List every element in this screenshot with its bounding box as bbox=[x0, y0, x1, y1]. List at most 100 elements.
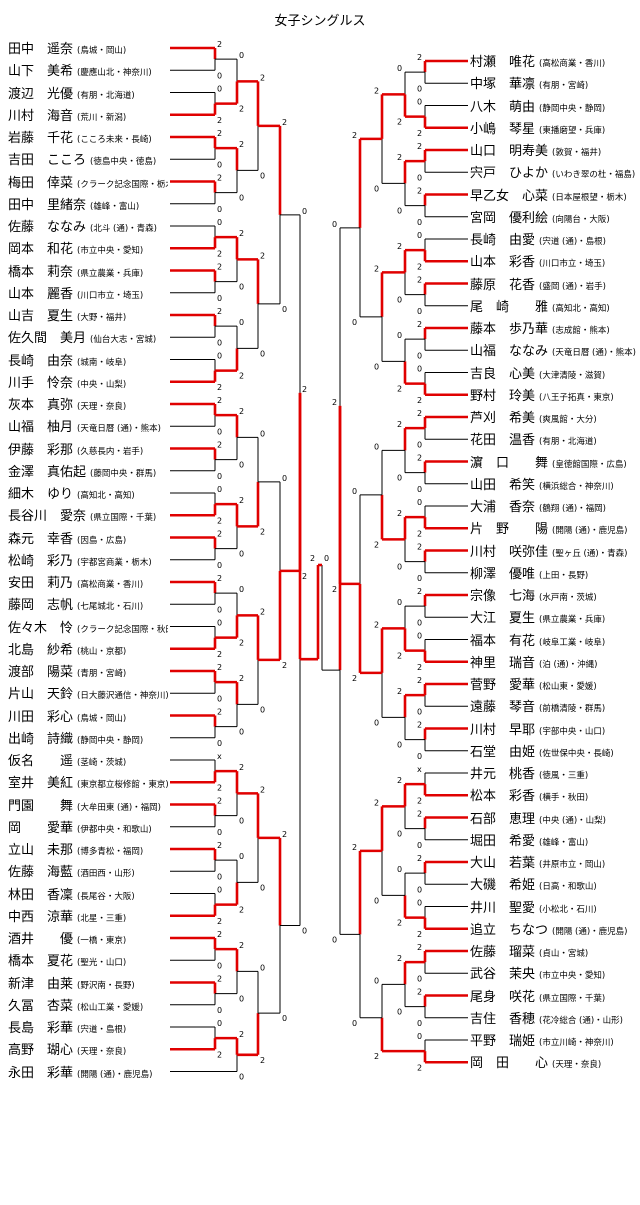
player-name: 山本 麗香 bbox=[8, 286, 74, 302]
score-mark: 2 bbox=[332, 585, 337, 594]
player-name: 神里 瑞音 bbox=[470, 655, 536, 671]
left-player-row: 長崎 由奈(城南・岐阜) bbox=[8, 350, 168, 370]
player-school: (横浜総合・神奈川) bbox=[539, 481, 614, 492]
right-player-row: 石堂 由姫(佐世保中央・長崎) bbox=[470, 741, 636, 761]
player-school: (クラーク記念国際・栃木) bbox=[77, 179, 168, 190]
score-mark: 0 bbox=[417, 365, 422, 374]
score-mark: 2 bbox=[217, 1050, 222, 1059]
left-player-row: 岡本 和花(市立中央・愛知) bbox=[8, 238, 168, 258]
score-mark: 2 bbox=[397, 153, 402, 162]
player-name: 長崎 由奈 bbox=[8, 353, 74, 369]
player-school: (爽風館・大分) bbox=[539, 415, 597, 425]
score-mark: 0 bbox=[217, 160, 222, 169]
right-player-row: 山本 彩香(川口市立・埼玉) bbox=[470, 251, 636, 271]
score-mark: 0 bbox=[260, 705, 265, 714]
right-player-row: 野村 玲美(八王子拓真・東京) bbox=[470, 385, 636, 405]
score-mark: 2 bbox=[239, 105, 244, 114]
player-name: 岡 愛華 bbox=[8, 820, 74, 836]
left-player-row: 川村 海音(荒川・新潟) bbox=[8, 105, 168, 125]
player-name: 福本 有花 bbox=[470, 633, 536, 649]
right-player-row: 岡 田 心(天理・奈良) bbox=[470, 1052, 636, 1072]
score-mark: 0 bbox=[260, 429, 265, 438]
right-player-row: 堀田 希愛(雄峰・富山) bbox=[470, 830, 636, 850]
player-school: (開陽 (通)・鹿児島) bbox=[552, 926, 628, 937]
score-mark: 2 bbox=[417, 129, 422, 138]
left-player-row: 梅田 倖菜(クラーク記念国際・栃木) bbox=[8, 172, 168, 192]
player-name: 佐久間 美月 bbox=[8, 331, 87, 347]
score-mark: 0 bbox=[397, 296, 402, 305]
score-mark: 2 bbox=[417, 810, 422, 819]
player-school: (松山工業・愛媛) bbox=[77, 1002, 144, 1013]
player-school: (大津清陵・滋賀) bbox=[539, 370, 606, 381]
player-name: 藤原 花香 bbox=[470, 277, 536, 293]
player-name: 門園 舞 bbox=[8, 798, 74, 814]
player-name: 堀田 希愛 bbox=[470, 833, 536, 849]
player-school: (北斗 (通)・青森) bbox=[90, 224, 157, 234]
right-player-row: 小嶋 琴星(東播磨望・兵庫) bbox=[470, 118, 636, 138]
score-mark: 2 bbox=[239, 372, 244, 381]
player-name: 北島 紗希 bbox=[8, 642, 74, 658]
player-school: (天竜日暦 (通)・熊本) bbox=[552, 348, 636, 359]
player-name: 橋本 夏花 bbox=[8, 954, 74, 970]
player-name: 平野 瑞姫 bbox=[470, 1034, 536, 1049]
player-name: 川手 怜奈 bbox=[8, 375, 74, 391]
score-mark: 0 bbox=[374, 718, 379, 727]
player-name: 仮名 遥 bbox=[8, 754, 74, 769]
right-player-row: 菅野 愛華(松山東・愛媛) bbox=[470, 674, 636, 694]
score-mark: 2 bbox=[217, 663, 222, 672]
score-mark: 2 bbox=[417, 454, 422, 463]
left-player-row: 室井 美紅(東京都立桜修館・東京) bbox=[8, 772, 168, 792]
player-name: 松本 彩香 bbox=[470, 789, 536, 805]
score-mark: 2 bbox=[417, 276, 422, 285]
left-player-row: 高野 瑚心(天理・奈良) bbox=[8, 1039, 168, 1059]
score-mark: 0 bbox=[417, 707, 422, 716]
player-name: 川村 海音 bbox=[8, 108, 74, 124]
left-player-row: 田中 遥奈(鳥城・岡山) bbox=[8, 38, 168, 58]
player-school: (東播磨望・兵庫) bbox=[539, 125, 606, 136]
score-mark: 0 bbox=[239, 550, 244, 559]
score-mark: 0 bbox=[217, 739, 222, 748]
score-mark: 0 bbox=[239, 461, 244, 470]
score-mark: 0 bbox=[417, 899, 422, 908]
score-mark: 2 bbox=[260, 1056, 265, 1065]
left-player-row: 山本 麗香(川口市立・埼玉) bbox=[8, 283, 168, 303]
player-school: (日高・和歌山) bbox=[539, 882, 597, 893]
score-mark: 2 bbox=[417, 796, 422, 805]
left-player-row: 渡部 陽菜(青朋・宮崎) bbox=[8, 661, 168, 681]
score-mark: 0 bbox=[417, 307, 422, 316]
score-mark: 0 bbox=[417, 618, 422, 627]
player-school: (盛岡 (通)・岩手) bbox=[539, 281, 606, 292]
player-school: (市立中央・愛知) bbox=[77, 246, 144, 257]
player-name: 田中 里緒奈 bbox=[8, 197, 87, 213]
score-mark: 2 bbox=[374, 264, 379, 273]
score-mark: 0 bbox=[397, 830, 402, 839]
score-mark: 0 bbox=[217, 1019, 222, 1028]
player-school: (川口市立・埼玉) bbox=[539, 259, 606, 270]
player-school: (鳥城・岡山) bbox=[77, 713, 127, 724]
score-mark: 2 bbox=[417, 396, 422, 405]
left-player-row: 林田 香凜(長尾谷・大阪) bbox=[8, 884, 168, 904]
player-school: (小松北・石川) bbox=[539, 904, 597, 915]
score-mark: 0 bbox=[417, 1019, 422, 1028]
right-player-row: 藤原 花香(盛岡 (通)・岩手) bbox=[470, 274, 636, 294]
player-name: 佐藤 ななみ bbox=[8, 220, 87, 235]
score-mark: 2 bbox=[217, 307, 222, 316]
score-mark: 0 bbox=[239, 318, 244, 327]
score-mark: 2 bbox=[217, 708, 222, 717]
score-mark: 0 bbox=[217, 205, 222, 214]
score-mark: 0 bbox=[217, 472, 222, 481]
score-mark: 0 bbox=[374, 896, 379, 905]
score-mark: 0 bbox=[302, 207, 307, 216]
score-mark: 0 bbox=[260, 349, 265, 358]
score-mark: 2 bbox=[332, 398, 337, 407]
score-mark: 2 bbox=[417, 409, 422, 418]
left-player-row: 松崎 彩乃(宇都宮商業・栃木) bbox=[8, 550, 168, 570]
score-mark: 0 bbox=[374, 184, 379, 193]
score-mark: 2 bbox=[397, 118, 402, 127]
player-school: (荒川・新潟) bbox=[77, 112, 127, 123]
player-name: 片 野 陽 bbox=[470, 522, 549, 538]
score-mark: 0 bbox=[217, 828, 222, 837]
left-player-row: 北島 紗希(桃山・京都) bbox=[8, 639, 168, 659]
player-name: 花田 温香 bbox=[470, 433, 536, 449]
